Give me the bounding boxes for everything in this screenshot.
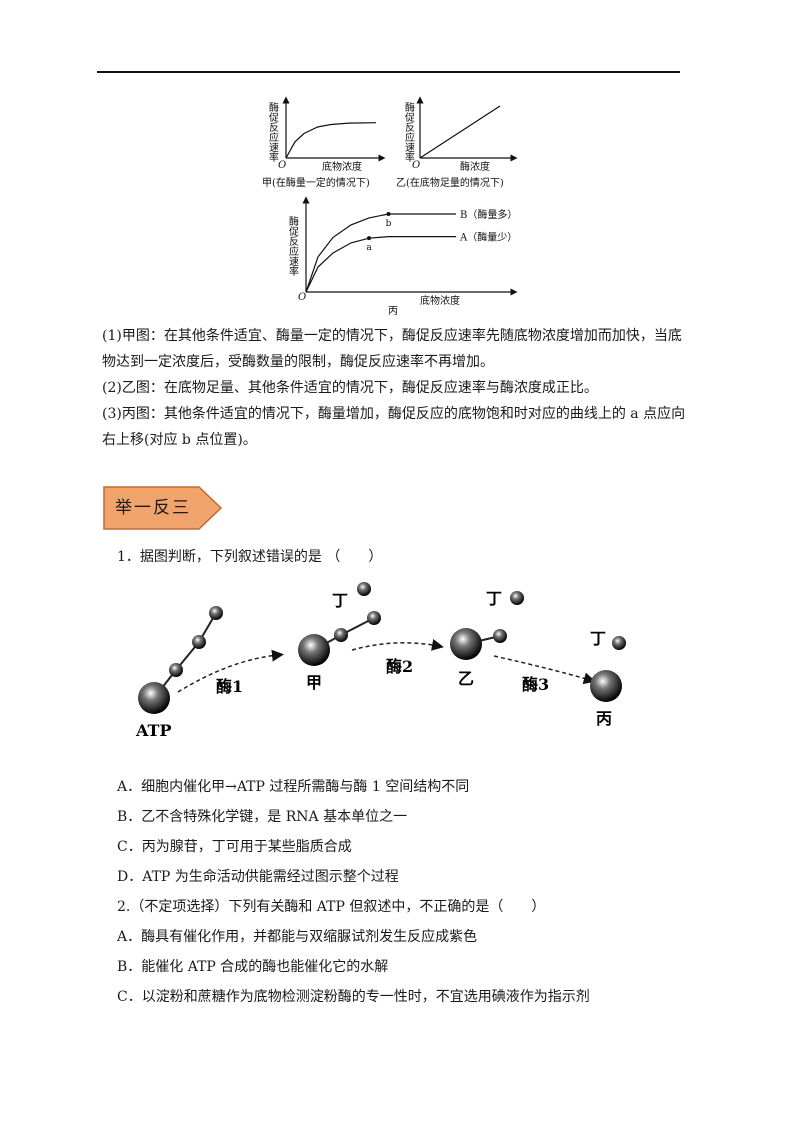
- q2-option-c: C．以淀粉和蔗糖作为底物检测淀粉酶的专一性时，不宜选用碘液作为指示剂: [117, 989, 590, 1005]
- bing-label: 丙: [596, 709, 612, 728]
- section-badge: 举一反三: [103, 486, 223, 530]
- origin-label: O: [412, 160, 420, 171]
- jia-label: 甲: [306, 673, 322, 692]
- yi-label: 乙: [458, 669, 474, 688]
- x-label: 底物浓度: [420, 294, 460, 307]
- point-b-label: b: [386, 219, 392, 229]
- curve-a: [305, 236, 456, 293]
- paragraph-3b: 右上移(对应 b 点位置)。: [102, 432, 257, 448]
- arrow-2: [351, 638, 444, 651]
- q2-option-b: B．能催化 ATP 合成的酶也能催化它的水解: [117, 959, 389, 975]
- jia-molecule: [298, 582, 381, 666]
- point-b: [386, 212, 391, 216]
- caption: 乙(在底物足量的情况下): [396, 176, 504, 189]
- arrow-3: [493, 655, 596, 685]
- y-label: 酶促反应速率: [403, 101, 415, 163]
- q1-option-c: C．丙为腺苷，丁可用于某些脂质合成: [117, 839, 352, 855]
- enzyme1-label: 酶1: [216, 677, 243, 696]
- badge-label: 举一反三: [115, 498, 191, 518]
- paragraph-2: (2)乙图：在底物足量、其他条件适宜的情况下，酶促反应速率与酶浓度成正比。: [102, 380, 598, 396]
- atp-molecule: [138, 606, 223, 714]
- point-a: [367, 236, 371, 241]
- badge-arrow-shape: [103, 486, 223, 530]
- paragraph-1a: (1)甲图：在其他条件适宜、酶量一定的情况下，酶促反应速率先随底物浓度增加而加快…: [102, 328, 682, 344]
- question-1-stem: 1．据图判断，下列叙述错误的是 （ ）: [117, 549, 383, 565]
- ding-label-2: 丁: [486, 589, 502, 608]
- q1-option-d: D．ATP 为生命活动供能需经过图示整个过程: [117, 869, 399, 885]
- origin-label: O: [278, 160, 286, 171]
- enzyme2-label: 酶2: [386, 657, 413, 676]
- chart-bing: b a B（酶量多） A（酶量少） 酶促反应速率 O 底物浓度 丙: [287, 196, 518, 317]
- curve-yi: [419, 105, 501, 159]
- point-a-label: a: [366, 243, 372, 253]
- q1-option-b: B．乙不含特殊化学键，是 RNA 基本单位之一: [117, 809, 408, 825]
- x-label: 酶浓度: [460, 160, 490, 173]
- ding-label-1: 丁: [332, 591, 348, 610]
- caption: 丙: [388, 306, 398, 317]
- question-2-stem: 2.（不定项选择）下列有关酶和 ATP 但叙述中，不正确的是（ ）: [117, 899, 546, 915]
- paragraph-1b: 物达到一定浓度后，受酶数量的限制，酶促反应速率不再增加。: [102, 354, 494, 370]
- x-label: 底物浓度: [322, 160, 362, 173]
- q2-option-a: A．酶具有催化作用，并都能与双缩脲试剂发生反应成紫色: [117, 929, 478, 945]
- chart-jia: 酶促反应速率 O 底物浓度 甲(在酶量一定的情况下): [262, 96, 386, 189]
- series-a-label: A（酶量少）: [459, 231, 517, 244]
- y-label: 酶促反应速率: [287, 215, 299, 277]
- curve-jia: [285, 122, 377, 159]
- atp-hydrolysis-diagram: ATP 酶1 丁 甲 酶2 丁 乙 酶3 丁 丙: [135, 582, 626, 740]
- enzyme3-label: 酶3: [522, 675, 549, 694]
- yi-molecule: [450, 591, 524, 660]
- chart-yi: 酶促反应速率 O 酶浓度 乙(在底物足量的情况下): [396, 96, 518, 189]
- ding-label-3: 丁: [590, 629, 606, 648]
- origin-label: O: [298, 292, 306, 303]
- series-b-label: B（酶量多）: [460, 208, 517, 221]
- caption: 甲(在酶量一定的情况下): [262, 176, 370, 189]
- arrow-1: [177, 649, 284, 693]
- curve-b: [305, 213, 456, 293]
- q1-option-a: A．细胞内催化甲→ATP 过程所需酶与酶 1 空间结构不同: [117, 779, 470, 795]
- atp-label: ATP: [135, 721, 171, 740]
- paragraph-3a: (3)丙图：其他条件适宜的情况下，酶量增加，酶促反应的底物饱和时对应的曲线上的 …: [102, 406, 686, 422]
- bing-molecule: [590, 636, 626, 702]
- header-rule: [97, 71, 680, 73]
- y-label: 酶促反应速率: [267, 101, 279, 163]
